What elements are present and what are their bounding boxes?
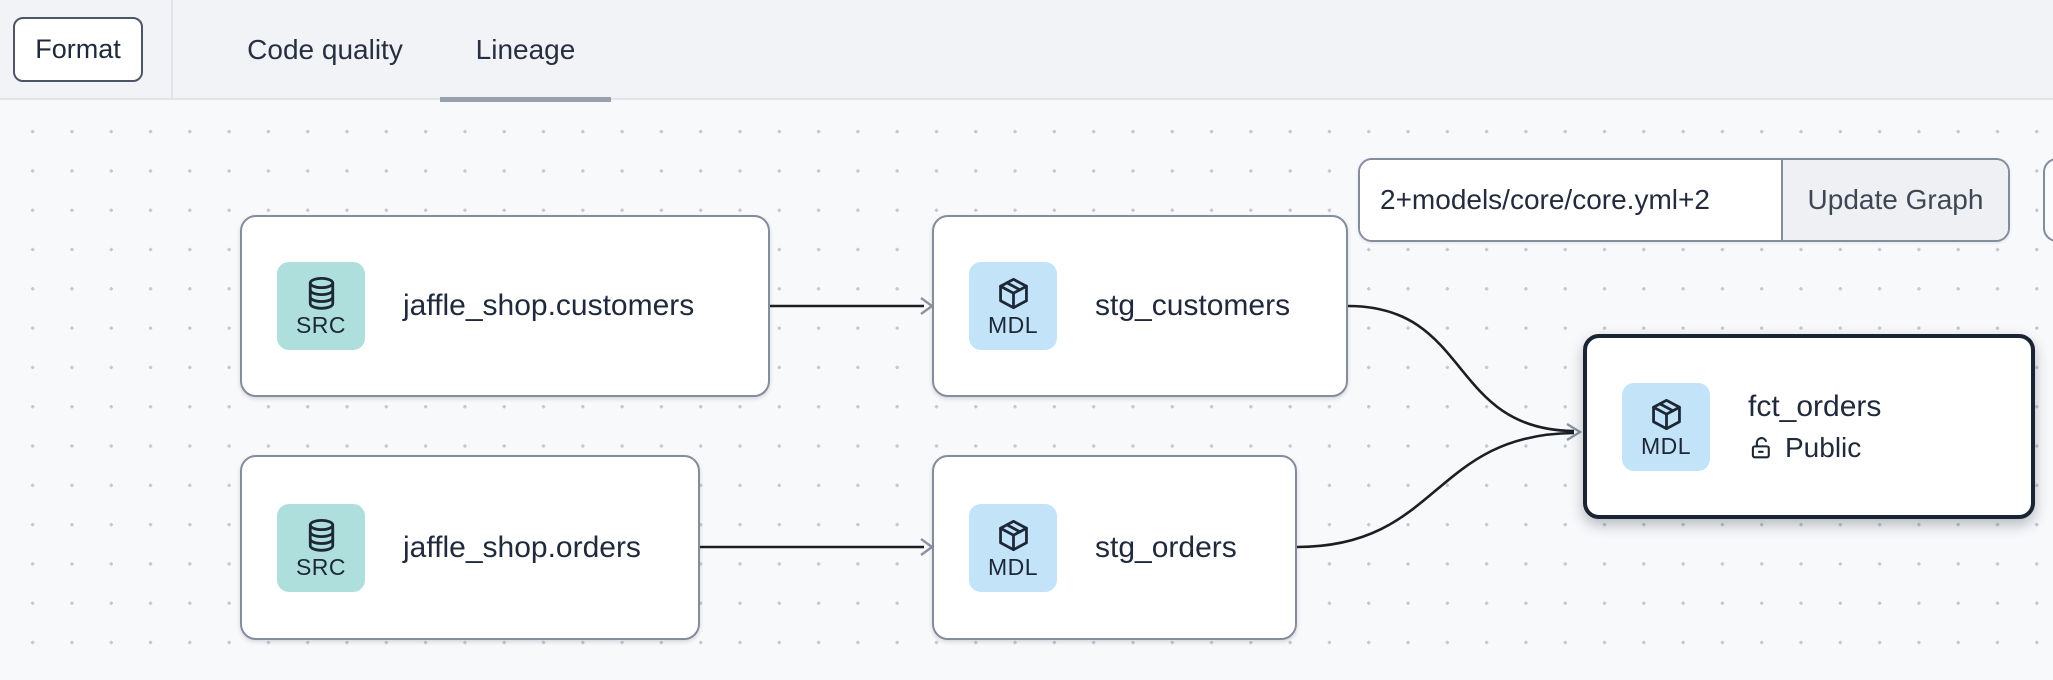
toolbar-header: Format Code quality Lineage [0,0,2053,103]
node-jaffle-shop-orders[interactable]: SRC jaffle_shop.orders [240,455,700,640]
lineage-canvas[interactable]: SRC jaffle_shop.customers MDL stg_custom… [0,102,2053,680]
node-name: jaffle_shop.orders [403,530,641,564]
node-stg-orders[interactable]: MDL stg_orders [932,455,1297,640]
edge-arrowhead-icon [920,538,935,556]
source-badge: SRC [277,503,365,592]
node-type-label: MDL [987,312,1039,338]
cube-icon [1651,398,1681,430]
edge-arrowhead-icon [920,297,935,315]
model-badge: MDL [969,262,1057,350]
format-button[interactable]: Format [13,17,143,82]
active-tab-indicator [440,97,611,103]
header-divider [171,0,173,100]
unlock-icon [1751,436,1770,458]
node-name: jaffle_shop.customers [403,289,695,322]
node-access-label: Public [1785,431,1862,463]
cube-icon [998,277,1028,310]
model-badge: MDL [1622,382,1710,471]
lineage-selector-input[interactable] [1360,160,1781,240]
node-type-label: SRC [295,312,347,338]
tab-lineage[interactable]: Lineage [440,0,611,103]
node-fct-orders[interactable]: MDL fct_orders Public [1583,334,2035,519]
node-name: stg_orders [1095,530,1237,564]
node-access: Public [1748,432,1881,464]
tab-code-quality[interactable]: Code quality [247,34,403,65]
tab-lineage-label: Lineage [475,34,576,65]
database-icon [308,518,334,552]
lineage-selector-group: Update Graph [1358,158,2010,242]
source-badge: SRC [277,262,365,350]
node-name: fct_orders [1748,389,1882,423]
edge-arrowhead-icon [1566,422,1583,442]
node-type-label: MDL [987,553,1039,580]
edge-stg-customers-to-fct-orders [1347,304,1575,433]
model-badge: MDL [969,503,1057,592]
node-type-label: SRC [295,553,347,580]
node-type-label: MDL [1640,432,1692,459]
partial-edge-button[interactable] [2043,158,2053,242]
cube-icon [998,519,1028,551]
database-icon [308,277,334,310]
node-name: stg_customers [1095,289,1291,322]
node-jaffle-shop-customers[interactable]: SRC jaffle_shop.customers [240,215,770,397]
edge-stg-orders-to-fct-orders [1296,431,1575,549]
node-stg-customers[interactable]: MDL stg_customers [932,215,1348,397]
update-graph-button[interactable]: Update Graph [1781,160,2008,240]
